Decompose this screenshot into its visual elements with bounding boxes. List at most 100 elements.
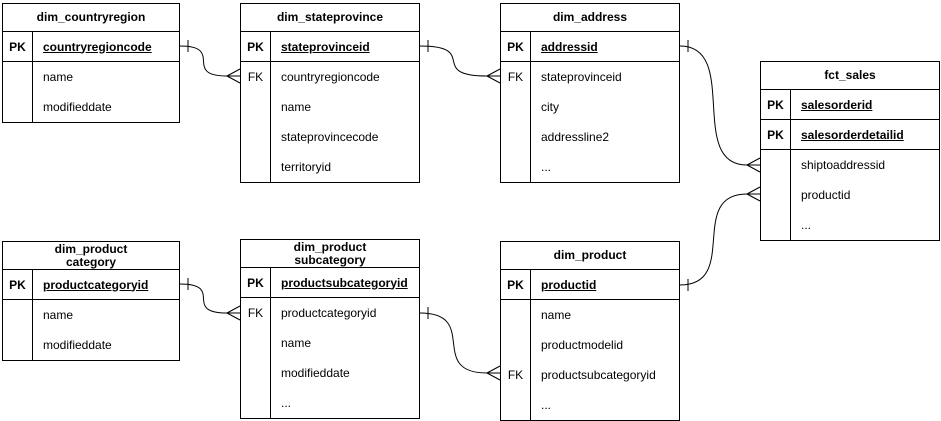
entity-title: dim_address	[501, 4, 679, 32]
entity-row-name: name	[3, 300, 179, 330]
relationship-line	[679, 193, 748, 286]
field-name: stateprovinceid	[281, 39, 370, 54]
relationship-dim_address-fct_sales[interactable]	[679, 40, 761, 173]
key-cell	[3, 300, 33, 330]
key-cell: PK	[501, 270, 531, 299]
field-name: ...	[281, 396, 292, 410]
entity-row-productmodelid: productmodelid	[501, 330, 679, 360]
entity-row-addressline2: addressline2	[501, 122, 679, 152]
key-cell	[241, 328, 271, 358]
field-name: city	[541, 100, 559, 114]
entity-row-more: ...	[501, 390, 679, 420]
key-cell: FK	[501, 360, 531, 390]
entity-row-productid: productid	[761, 180, 939, 210]
relationship-dim_product-fct_sales[interactable]	[679, 186, 761, 291]
entity-row-modifieddate: modifieddate	[3, 330, 179, 360]
cardinality-many-crowfoot	[486, 75, 501, 84]
entity-row-territoryid: territoryid	[241, 152, 419, 182]
relationship-dim_product_subcategory-dim_product[interactable]	[419, 307, 501, 381]
field-name: productid	[801, 188, 851, 202]
field-name: productsubcategoryid	[541, 368, 656, 382]
field-name: stateprovinceid	[541, 70, 622, 84]
entity-title-line: dim_stateprovince	[276, 10, 384, 24]
entity-title: fct_sales	[761, 62, 939, 90]
key-cell: PK	[501, 32, 531, 61]
key-cell	[501, 122, 531, 152]
field-name: territoryid	[281, 160, 332, 174]
entity-title-line: category	[65, 254, 117, 269]
field-name: ...	[801, 218, 812, 232]
field-name: shiptoaddressid	[801, 158, 886, 172]
relationship-dim_stateprovince-dim_address[interactable]	[419, 40, 501, 84]
cardinality-many-crowfoot	[486, 365, 501, 374]
key-cell	[3, 92, 33, 122]
entity-title: dim_product	[501, 242, 679, 270]
relationship-line	[419, 45, 488, 77]
entity-row-city: city	[501, 92, 679, 122]
cardinality-many-crowfoot	[226, 312, 241, 321]
field-name: stateprovincecode	[281, 130, 379, 144]
key-cell	[501, 152, 531, 182]
entity-row-modifieddate: modifieddate	[241, 358, 419, 388]
key-cell: FK	[241, 298, 271, 328]
entity-row-productcategoryid: PK productcategoryid	[3, 270, 179, 300]
entity-title-line: dim_product	[553, 248, 627, 262]
key-cell	[761, 150, 791, 180]
key-cell	[501, 390, 531, 420]
entity-row-name: name	[241, 92, 419, 122]
key-cell	[241, 122, 271, 152]
entity-row-more: ...	[241, 388, 419, 418]
entity-row-name: name	[241, 328, 419, 358]
field-name: countryregioncode	[281, 70, 380, 84]
key-cell: PK	[3, 32, 33, 61]
field-name: modifieddate	[43, 100, 112, 114]
entity-row-modifieddate: modifieddate	[3, 92, 179, 122]
relationship-dim_countryregion-dim_stateprovince[interactable]	[179, 40, 241, 84]
relationship-line	[679, 45, 748, 166]
field-name: productsubcategoryid	[281, 275, 408, 290]
key-cell: PK	[3, 270, 33, 299]
cardinality-many-crowfoot	[486, 372, 501, 381]
key-cell	[3, 330, 33, 360]
field-name: modifieddate	[43, 338, 112, 352]
entity-title: dim_countryregion	[3, 4, 179, 32]
cardinality-many-crowfoot	[746, 193, 761, 202]
key-cell	[501, 92, 531, 122]
relationship-dim_product_category-dim_product_subcategory[interactable]	[179, 278, 241, 321]
field-name: salesorderid	[801, 97, 873, 112]
entity-row-salesorderid: PK salesorderid	[761, 90, 939, 120]
entity-title-line: dim_product	[54, 241, 128, 256]
entity-row-name: name	[3, 62, 179, 92]
field-name: productmodelid	[541, 338, 624, 352]
key-cell	[241, 388, 271, 418]
relationship-line	[419, 312, 488, 374]
entity-row-more: ...	[761, 210, 939, 240]
cardinality-many-crowfoot	[226, 68, 241, 77]
cardinality-many-crowfoot	[746, 186, 761, 195]
entity-row-productsubcategoryid: FK productsubcategoryid	[501, 360, 679, 390]
cardinality-many-crowfoot	[486, 68, 501, 77]
key-cell: PK	[761, 90, 791, 119]
entity-title-line: fct_sales	[824, 68, 876, 82]
key-cell	[241, 92, 271, 122]
field-name: productcategoryid	[43, 277, 149, 292]
field-name: modifieddate	[281, 366, 350, 380]
